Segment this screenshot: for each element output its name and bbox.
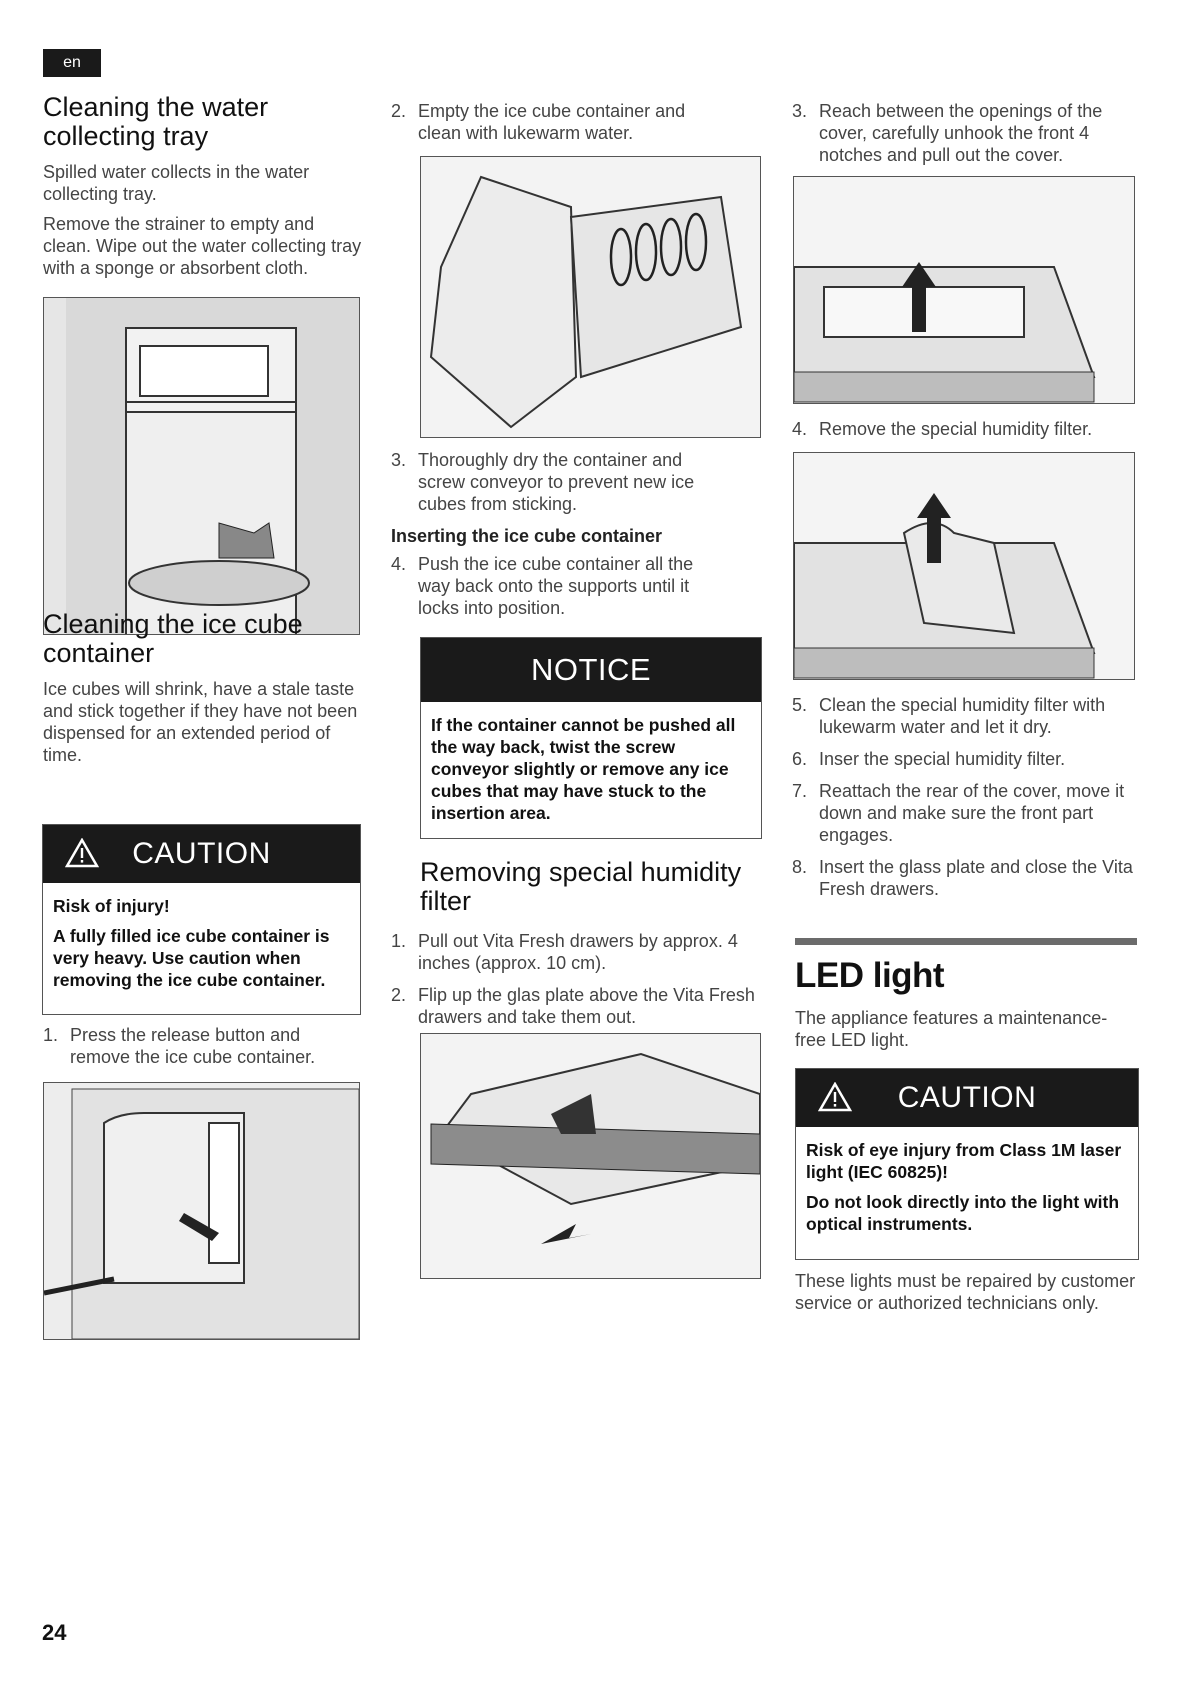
figure-ice-container: [420, 156, 761, 438]
caution-line: A fully filled ice cube container is ver…: [53, 926, 330, 990]
figure-remove-ice-container: [43, 1082, 360, 1340]
section-title-ice-container: Cleaning the ice cube container: [43, 609, 303, 668]
section-ice-container: Cleaning the ice cube container Ice cube…: [43, 610, 363, 766]
list-item: 4.Remove the special humidity filter.: [792, 419, 1093, 439]
paragraph: Spilled water collects in the water coll…: [43, 162, 310, 204]
steps-list: 4.Push the ice cube container all the wa…: [391, 553, 711, 619]
paragraph: The appliance features a maintenance-fre…: [795, 1008, 1108, 1050]
steps-list: 5.Clean the special humidity filter with…: [792, 694, 1137, 910]
steps-list: 1.Press the release button and remove th…: [43, 1024, 361, 1078]
water-tray-illustration: [44, 298, 359, 634]
caution-header: CAUTION: [796, 1069, 1138, 1127]
notice-box: NOTICE If the container cannot be pushed…: [420, 637, 762, 839]
list-item: 2.Empty the ice cube container and clean…: [391, 101, 686, 143]
humidity-filter-illustration: [794, 453, 1134, 679]
caution-label: CAUTION: [897, 1081, 1037, 1114]
list-item: 6.Inser the special humidity filter.: [792, 749, 1066, 769]
list-item: 1.Pull out Vita Fresh drawers by approx.…: [391, 931, 738, 973]
ice-container-illustration: [44, 1083, 359, 1339]
subheading-inserting: Inserting the ice cube container: [391, 526, 663, 546]
page-number: 24: [42, 1620, 67, 1645]
steps-list: 2.Empty the ice cube container and clean…: [391, 100, 711, 154]
list-item: 8.Insert the glass plate and close the V…: [792, 857, 1133, 899]
list-item: 2.Flip up the glas plate above the Vita …: [391, 985, 755, 1027]
figure-humidity-filter: [793, 452, 1135, 680]
paragraph: These lights must be repaired by custome…: [795, 1271, 1136, 1313]
notice-text: If the container cannot be pushed all th…: [431, 715, 736, 823]
warning-triangle-icon: [65, 838, 99, 868]
list-item: 3.Reach between the openings of the cove…: [792, 101, 1103, 165]
list-item: 3.Thoroughly dry the container and screw…: [391, 450, 695, 514]
section-title-led-light: LED light: [795, 956, 945, 995]
paragraph: Remove the strainer to empty and clean. …: [43, 214, 362, 278]
steps-list: 4.Remove the special humidity filter.: [792, 418, 1137, 450]
caution-line: Risk of injury!: [53, 896, 170, 916]
list-item: 4.Push the ice cube container all the wa…: [391, 554, 694, 618]
steps-list: 1.Pull out Vita Fresh drawers by approx.…: [391, 930, 760, 1028]
section-title-water-tray: Cleaning the water collecting tray: [43, 92, 269, 151]
paragraph: Ice cubes will shrink, have a stale tast…: [43, 679, 358, 765]
figure-vita-fresh-drawers: [420, 1033, 761, 1279]
section-led-note: These lights must be repaired by custome…: [795, 1270, 1137, 1314]
notice-label: NOTICE: [530, 652, 652, 687]
ice-container-clean-illustration: [421, 157, 760, 437]
drawers-illustration: [421, 1034, 760, 1278]
steps-list: 3.Reach between the openings of the cove…: [792, 100, 1137, 176]
warning-triangle-icon: [818, 1082, 852, 1112]
cover-illustration: [794, 177, 1134, 403]
caution-line: Risk of eye injury from Class 1M laser l…: [806, 1140, 1122, 1182]
figure-cover: [793, 176, 1135, 404]
section-humidity-filter: Removing special humidity filter 1.Pull …: [391, 857, 760, 1038]
list-item: 7.Reattach the rear of the cover, move i…: [792, 781, 1125, 845]
caution-line: Do not look directly into the light with…: [806, 1192, 1120, 1234]
section-water-tray: Cleaning the water collecting tray Spill…: [43, 93, 363, 279]
section-led-light: LED light The appliance features a maint…: [795, 957, 1137, 1051]
section-divider: [795, 938, 1137, 945]
caution-box: CAUTION Risk of injury! A fully filled i…: [42, 824, 361, 1015]
figure-water-tray: [43, 297, 360, 635]
notice-header: NOTICE: [421, 638, 761, 702]
language-tag: en: [43, 49, 101, 77]
list-item: 1.Press the release button and remove th…: [43, 1025, 316, 1067]
caution-label: CAUTION: [132, 837, 271, 870]
caution-header: CAUTION: [43, 825, 360, 883]
caution-box: CAUTION Risk of eye injury from Class 1M…: [795, 1068, 1139, 1260]
section-inserting: 3.Thoroughly dry the container and screw…: [391, 449, 711, 629]
section-title-humidity-filter: Removing special humidity filter: [420, 857, 742, 916]
steps-list: 3.Thoroughly dry the container and screw…: [391, 449, 711, 515]
list-item: 5.Clean the special humidity filter with…: [792, 695, 1106, 737]
